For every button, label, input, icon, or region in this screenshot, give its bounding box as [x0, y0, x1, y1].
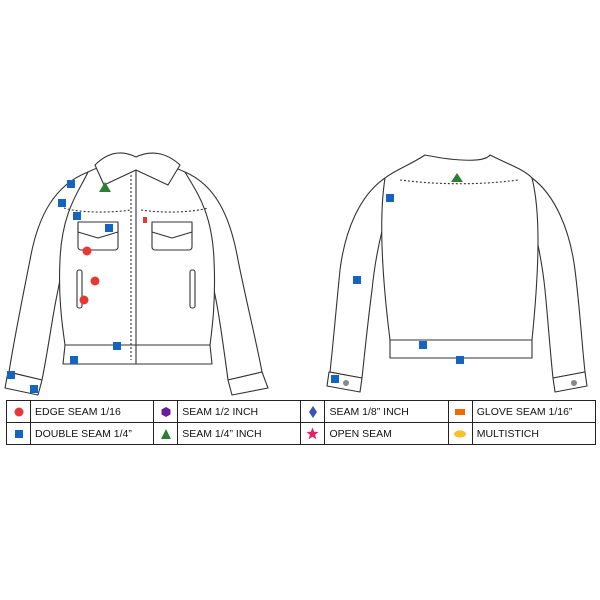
legend-symbol-cell	[153, 400, 179, 423]
double-seam-marker	[30, 385, 38, 393]
back-yoke	[399, 179, 519, 185]
seam-markers	[7, 173, 464, 393]
double-seam-marker	[67, 180, 75, 188]
seam-legend: EDGE SEAM 1/16 SEAM 1/2 INCH SEAM 1/8” I…	[5, 400, 597, 445]
legend-label: SEAM 1/4” INCH	[177, 422, 302, 445]
front-right-pocket-flap	[151, 221, 193, 239]
edge-seam-marker	[90, 276, 100, 286]
double-seam-marker	[331, 375, 339, 383]
front-waistband	[62, 344, 213, 365]
legend-label: GLOVE SEAM 1/16”	[471, 400, 597, 423]
double-seam-marker	[7, 371, 15, 379]
double-seam-marker	[70, 356, 78, 364]
back-left-cuff-button	[343, 380, 349, 386]
orange-rect-icon	[455, 408, 466, 415]
legend-symbol-cell	[5, 400, 32, 423]
back-right-sleeve	[529, 177, 586, 379]
front-red-tab	[143, 217, 147, 223]
front-view	[4, 152, 269, 396]
double-seam-marker	[456, 356, 464, 364]
yellow-ellipse-icon	[454, 429, 467, 438]
legend-symbol-cell	[300, 422, 326, 445]
front-right-yoke	[140, 207, 209, 213]
double-seam-marker	[73, 212, 81, 220]
quarter-seam-marker	[451, 173, 463, 182]
legend-label: MULTISTICH	[471, 422, 597, 445]
blue-square-icon	[14, 429, 23, 438]
purple-hexagon-icon	[161, 406, 171, 417]
double-seam-marker	[419, 341, 427, 349]
navy-diamond-icon	[308, 405, 317, 418]
legend-symbol-cell	[153, 422, 179, 445]
edge-seam-marker	[79, 295, 89, 305]
double-seam-marker	[58, 199, 66, 207]
pink-star-icon	[306, 427, 319, 440]
legend-label: EDGE SEAM 1/16	[30, 400, 155, 423]
front-right-cuff	[227, 371, 269, 396]
legend-label: SEAM 1/2 INCH	[177, 400, 302, 423]
quarter-seam-marker	[99, 182, 111, 192]
legend-symbol-cell	[447, 400, 473, 423]
legend-row: DOUBLE SEAM 1/4” SEAM 1/4” INCH OPEN SEA…	[5, 422, 597, 445]
jacket-sketch	[4, 152, 588, 396]
edge-seam-marker	[82, 246, 92, 256]
front-body	[59, 164, 216, 346]
legend-label: SEAM 1/8” INCH	[324, 400, 449, 423]
legend-row: EDGE SEAM 1/16 SEAM 1/2 INCH SEAM 1/8” I…	[5, 400, 597, 423]
legend-symbol-cell	[300, 400, 326, 423]
front-right-welt-pocket	[189, 269, 196, 309]
front-collar	[94, 152, 181, 186]
legend-symbol-cell	[5, 422, 32, 445]
double-seam-marker	[353, 276, 361, 284]
legend-label: DOUBLE SEAM 1/4”	[30, 422, 155, 445]
back-right-cuff	[552, 371, 588, 393]
double-seam-marker	[386, 194, 394, 202]
back-body	[381, 154, 539, 341]
green-triangle-icon	[160, 428, 171, 439]
back-waistband	[389, 339, 533, 359]
red-circle-icon	[14, 407, 23, 416]
front-left-yoke	[63, 207, 132, 213]
back-right-cuff-button	[571, 380, 577, 386]
legend-label: OPEN SEAM	[324, 422, 449, 445]
double-seam-marker	[113, 342, 121, 350]
legend-symbol-cell	[447, 422, 473, 445]
double-seam-marker	[105, 224, 113, 232]
